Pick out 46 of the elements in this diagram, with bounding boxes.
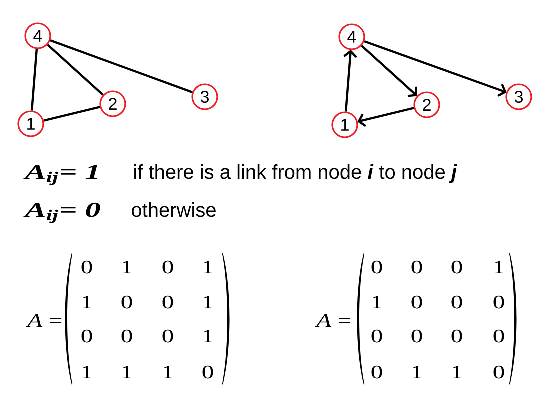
matrix-entry: 0 xyxy=(162,260,174,274)
arrow xyxy=(358,107,414,127)
connector-line xyxy=(30,49,38,111)
matrix-entry: 0 xyxy=(452,330,462,343)
matrix-entry: 1 xyxy=(83,366,92,378)
connector-line xyxy=(50,40,193,94)
matrix-entry: 1 xyxy=(495,260,504,274)
matrix-entry: 0 xyxy=(162,296,174,309)
matrix-entry: 0 xyxy=(494,296,504,309)
matrix-entry: 1 xyxy=(453,366,462,378)
connector-line xyxy=(47,44,104,96)
matrix-label: A = xyxy=(315,314,351,327)
formula: A$_{ij}$= 1 xyxy=(24,165,98,186)
matrix-entry: 0 xyxy=(162,330,174,343)
matrix-entry: 0 xyxy=(452,296,462,309)
arrow xyxy=(361,45,418,98)
matrix-entry: 1 xyxy=(123,260,132,274)
matrix-entry: 0 xyxy=(122,330,132,343)
matrix-entry: 1 xyxy=(123,366,132,378)
matrix-entry: 0 xyxy=(494,330,504,343)
matrix-entry: 0 xyxy=(372,330,382,343)
matrix-entry: 0 xyxy=(122,296,132,309)
arrow xyxy=(364,40,507,97)
matrix-entry: 0 xyxy=(412,296,422,309)
matrix-entry: 1 xyxy=(204,260,213,274)
matrix-entry: 0 xyxy=(372,260,382,274)
matrix-entry: 0 xyxy=(494,366,504,379)
matrix-entry: 1 xyxy=(83,296,92,308)
matrix-entry: 0 xyxy=(412,330,422,343)
matrix-entry: 0 xyxy=(82,260,92,274)
matrix-entry: 0 xyxy=(202,366,214,379)
matrix-entry: 0 xyxy=(372,366,382,379)
matrix-entry: 0 xyxy=(82,330,92,343)
connector-line xyxy=(44,106,100,122)
matrix-entry: 1 xyxy=(373,296,382,308)
matrix-entry: 1 xyxy=(413,366,422,378)
matrix-entry: 1 xyxy=(164,366,173,378)
description-text: otherwise xyxy=(132,202,216,218)
matrix-entry: 1 xyxy=(204,330,213,342)
arrow xyxy=(344,50,358,112)
matrix-entry: 0 xyxy=(412,260,422,274)
description-text: if there is a link from node i to node j xyxy=(134,164,458,184)
matrix-entry: 1 xyxy=(204,296,213,308)
formula: A$_{ij}$= 0 xyxy=(24,203,100,224)
matrix-label: A = xyxy=(26,314,62,327)
matrix-entry: 0 xyxy=(452,260,462,274)
